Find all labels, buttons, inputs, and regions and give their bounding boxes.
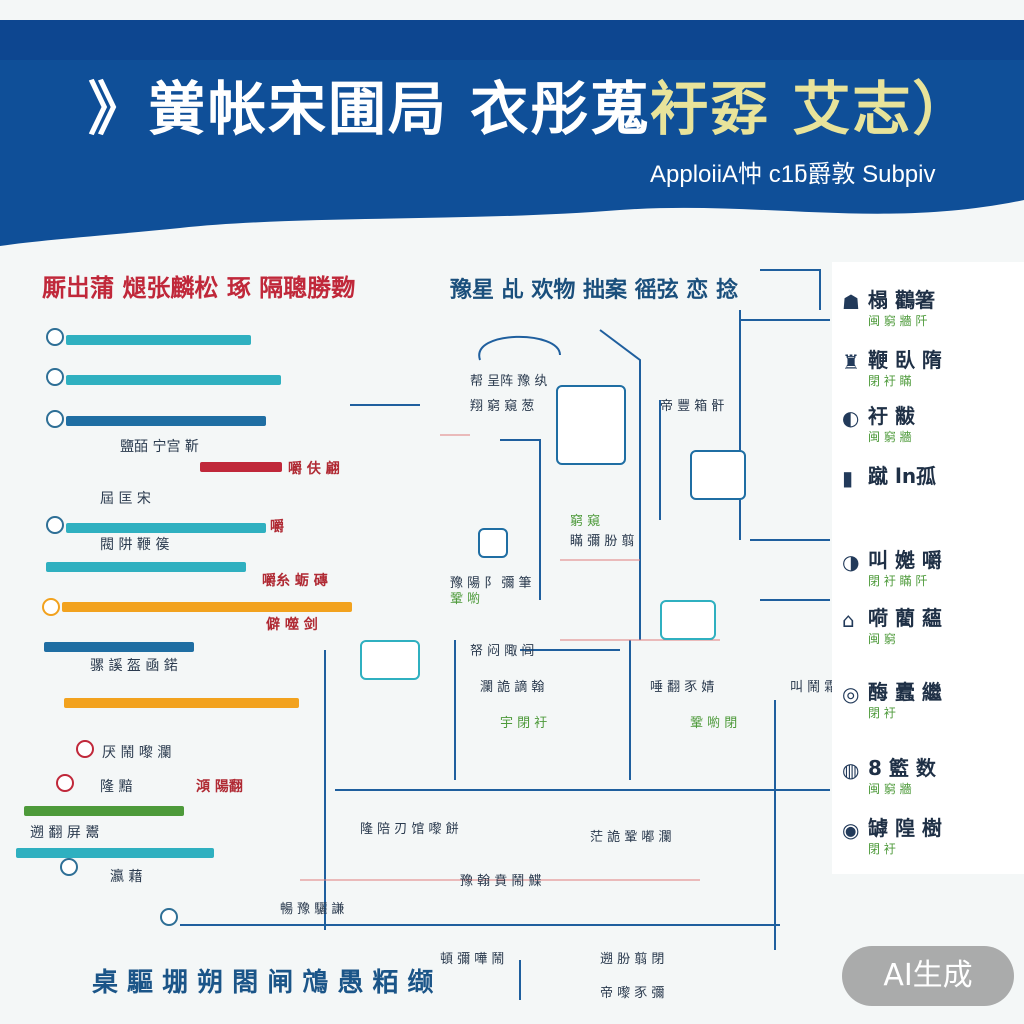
legend-title: 嗬 藺 蘊 <box>868 606 942 630</box>
node-tank <box>360 640 420 680</box>
step-bar <box>16 848 214 858</box>
node-device <box>478 528 508 558</box>
node-label: 帮 呈阵 豫 纨 <box>470 374 548 389</box>
node-label: 豫 陽 阝 彌 筆 <box>450 576 532 591</box>
legend-sub: 闽 窮 <box>868 632 896 646</box>
step-dot-icon <box>56 774 74 792</box>
legend-sub: 閉 衧 瞞 <box>868 374 912 388</box>
legend-icon: ♜ <box>842 350 860 374</box>
bottom-caption: 遡 朌 翦 閉 <box>600 952 665 967</box>
node-label: 豫 翰 賁 鬧 鰈 <box>460 874 542 889</box>
node-tray <box>660 600 716 640</box>
bottom-heading: 桌 驅 堋 朔 閤 闸 鴪 愚 粨 缬 <box>92 968 434 998</box>
legend-icon: ◑ <box>842 550 860 574</box>
step-badge: 嚼 伕 翩 <box>288 461 340 477</box>
center-heading: 豫星 乩 欢物 拙案 徭弦 恋 捻 <box>450 278 738 303</box>
legend-icon: ◐ <box>842 406 860 430</box>
legend-sub: 闽 窮 牆 <box>868 782 912 796</box>
ai-generated-watermark: AI生成 <box>842 946 1014 1006</box>
legend-icon: ◍ <box>842 758 860 782</box>
node-label: 翔 窮 窺 葱 <box>470 399 535 414</box>
legend-sub: 閉 衧 <box>868 706 896 720</box>
legend-icon: ☗ <box>842 290 860 314</box>
title-main: 》黉帐宋圃局 衣彤蒐 <box>88 75 651 143</box>
step-badge: 僻 噬 剑 <box>266 617 318 633</box>
step-bar <box>64 698 299 708</box>
node-label-green: 鞏 喲 <box>450 592 481 607</box>
step-badge: 澒 陽翻 <box>196 779 243 795</box>
step-bar <box>200 462 282 472</box>
node-label-green: 鞏 喲 閉 <box>690 716 738 731</box>
step-dot-icon <box>46 368 64 386</box>
step-dot-icon <box>42 598 60 616</box>
step-bar <box>66 416 266 426</box>
right-legend-panel: ☗ 榻 鸛箸 闽 窮 牆 阡 ♜ 鞭 臥 隋 閉 衧 瞞 ◐ 衧 黻 闽 窮 牆… <box>832 262 1024 874</box>
step-bar <box>66 375 281 385</box>
node-label-green: 宇 閉 衧 <box>500 716 548 731</box>
node-label: 茫 詭 鞏 嘟 瀾 <box>590 830 672 845</box>
step-dot-icon <box>76 740 94 758</box>
step-bar <box>66 523 266 533</box>
step-label: 遡 翻 屏 鬻 <box>30 825 100 841</box>
legend-sub: 闽 窮 牆 阡 <box>868 314 928 328</box>
step-badge: 嚼糸 蛎 磚 <box>262 573 328 589</box>
legend-icon: ◎ <box>842 682 860 706</box>
legend-title: 鞭 臥 隋 <box>868 348 942 372</box>
step-label: 瀛 藉 <box>110 869 143 885</box>
step-label: 隆 黯 <box>100 779 133 795</box>
step-dot-icon <box>60 858 78 876</box>
node-machine <box>690 450 746 500</box>
bottom-caption: 帝 嚟 豕 彌 <box>600 986 665 1001</box>
step-label: 厌 鬧 嚟 瀾 <box>102 745 172 761</box>
step-bar <box>44 642 194 652</box>
step-bar <box>66 335 251 345</box>
node-label: 暢 豫 驪 謙 <box>280 902 345 917</box>
node-label: 瀾 詭 謫 翰 <box>480 680 545 695</box>
node-label: 隆 陪 刃 馆 嚟 餅 <box>360 822 459 837</box>
header-wave <box>0 20 1024 246</box>
step-dot-icon <box>46 328 64 346</box>
legend-title: 衧 黻 <box>868 404 915 428</box>
step-label: 骡 謑 盔 凾 鍩 <box>90 658 178 674</box>
legend-icon: ◉ <box>842 818 860 842</box>
legend-title: 酶 蠹 繼 <box>868 680 942 704</box>
legend-sub: 閉 衧 瞞 阡 <box>868 574 928 588</box>
legend-sub: 閉 衧 <box>868 842 896 856</box>
node-label: 帑 闷 陬 闾 <box>470 644 535 659</box>
page-subtitle: ApploiiA忡 c1ƃ爵敦 Subpiv <box>650 161 936 188</box>
step-label: 鹽皕 宁宫 靳 <box>120 439 199 455</box>
step-dot-icon <box>160 908 178 926</box>
header-banner: 》黉帐宋圃局 衣彤蒐衧孬 艾志） ApploiiA忡 c1ƃ爵敦 Subpiv <box>0 0 1024 250</box>
step-bar <box>46 562 246 572</box>
legend-title: 罅 隍 樹 <box>868 816 942 840</box>
step-label: 閥 阱 鞭 篌 <box>100 537 170 553</box>
step-bar <box>24 806 184 816</box>
legend-sub: 闽 窮 牆 <box>868 430 912 444</box>
bottom-caption: 頓 彌 嘩 鬧 <box>440 952 505 967</box>
step-dot-icon <box>46 516 64 534</box>
legend-icon: ▮ <box>842 466 854 490</box>
page-title: 》黉帐宋圃局 衣彤蒐衧孬 艾志） <box>88 62 972 146</box>
node-label: 瞞 彌 朌 翦 <box>570 534 635 549</box>
node-label-green: 窮 窺 <box>570 514 601 529</box>
node-label: 唾 翻 豕 婧 <box>650 680 715 695</box>
node-label: 帝 豐 箱 骭 <box>660 399 725 414</box>
legend-title: 蹴 ln孤 <box>868 464 937 488</box>
step-label: 屆 匡 宋 <box>100 491 151 507</box>
step-bar <box>62 602 352 612</box>
step-badge: 嚼 <box>270 519 284 535</box>
legend-icon: ⌂ <box>842 608 855 632</box>
step-dot-icon <box>46 410 64 428</box>
node-building <box>556 385 626 465</box>
title-accent: 衧孬 艾志） <box>650 75 973 143</box>
legend-title: 榻 鸛箸 <box>868 288 935 312</box>
legend-title: 叫 嬔 嚼 <box>868 548 942 572</box>
left-heading: 厮岀蒲 煺张麟松 琢 隔聰勝覅 <box>42 274 356 302</box>
legend-title: 8 籃 数 <box>868 756 936 780</box>
